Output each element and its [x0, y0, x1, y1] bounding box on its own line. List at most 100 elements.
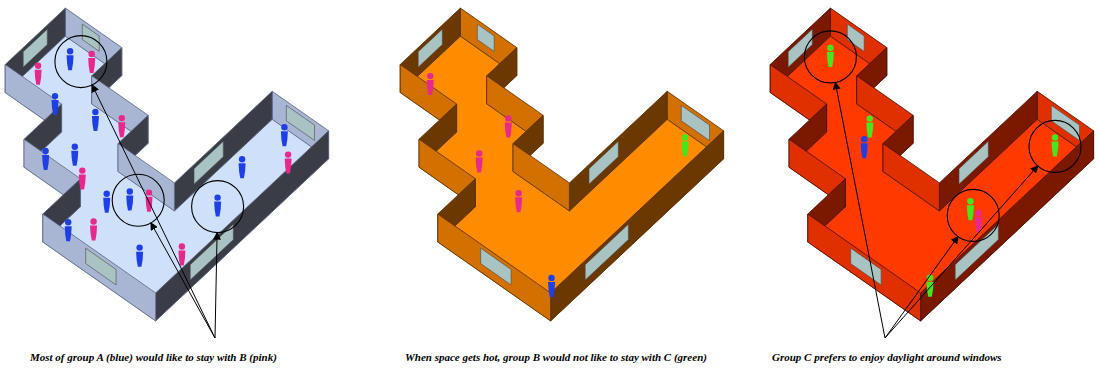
person-body	[476, 157, 483, 172]
person-head	[427, 73, 433, 79]
window	[23, 29, 47, 67]
person-head	[214, 194, 220, 200]
window	[847, 24, 864, 51]
person-body	[239, 163, 246, 178]
person-head	[967, 198, 973, 204]
window	[286, 105, 314, 140]
person-body	[136, 252, 143, 267]
person-head	[90, 218, 96, 224]
leader-arrow	[885, 166, 1038, 338]
person-head	[92, 109, 98, 115]
person-head	[79, 167, 85, 173]
person-head	[476, 150, 482, 156]
person-body	[682, 141, 689, 156]
leader-arrow	[92, 85, 215, 338]
person-head	[281, 124, 287, 130]
caption: When space gets hot, group B would not l…	[405, 350, 710, 364]
person-head	[1052, 134, 1058, 140]
person-body	[103, 198, 110, 213]
person-body	[861, 143, 868, 158]
window	[959, 141, 988, 184]
person-head	[867, 115, 873, 121]
window	[851, 248, 881, 285]
person-body	[65, 226, 72, 241]
window	[418, 29, 442, 67]
window	[477, 24, 494, 51]
floor	[400, 36, 723, 321]
floor	[770, 36, 1093, 321]
person-head	[104, 191, 110, 197]
wall	[921, 131, 1094, 321]
caption: Group C prefers to enjoy daylight around…	[772, 350, 1092, 364]
person-head	[72, 144, 78, 150]
person-head	[861, 136, 867, 142]
window	[589, 141, 618, 184]
person-body	[118, 122, 125, 137]
wall	[156, 131, 329, 321]
person-head	[179, 243, 185, 249]
person-body	[71, 151, 78, 166]
window	[481, 248, 511, 285]
person-head	[136, 244, 142, 250]
highlight-circle	[55, 36, 107, 88]
wall	[883, 144, 939, 211]
person-head	[67, 48, 73, 54]
window	[681, 105, 709, 140]
person-body	[505, 122, 512, 137]
person-head	[127, 188, 133, 194]
floor	[5, 36, 328, 321]
person-body	[427, 80, 434, 95]
person-head	[505, 115, 511, 121]
person-body	[515, 197, 522, 212]
leader-arrow	[151, 223, 215, 338]
person-body	[126, 195, 133, 210]
person-head	[65, 219, 71, 225]
person-head	[42, 148, 48, 154]
person-body	[52, 100, 59, 115]
person-head	[975, 210, 981, 216]
person-body	[827, 52, 834, 67]
person-head	[119, 115, 125, 121]
wall	[174, 91, 272, 211]
person-body	[42, 155, 49, 170]
window	[788, 29, 812, 67]
person-head	[52, 93, 58, 99]
person-body	[79, 175, 86, 190]
leader-arrow	[835, 82, 885, 338]
person-body	[285, 159, 292, 174]
leader-arrow	[215, 233, 217, 338]
wall	[43, 214, 156, 321]
person-body	[866, 123, 873, 138]
person-head	[89, 51, 95, 57]
leader-arrow	[885, 237, 958, 339]
wall	[551, 131, 724, 321]
person-head	[548, 275, 554, 281]
wall	[569, 91, 667, 211]
person-body	[88, 58, 95, 73]
wall	[438, 214, 551, 321]
person-body	[146, 197, 153, 212]
window	[194, 141, 223, 184]
person-head	[239, 156, 245, 162]
person-body	[90, 226, 97, 241]
person-head	[146, 189, 152, 195]
highlight-circle	[192, 181, 244, 233]
person-body	[281, 131, 288, 146]
person-head	[827, 45, 833, 51]
highlight-circle	[804, 31, 856, 83]
highlight-circle	[1029, 120, 1081, 172]
person-head	[515, 190, 521, 196]
highlight-circle	[112, 174, 164, 226]
person-head	[285, 151, 291, 157]
person-body	[1052, 141, 1059, 156]
window	[190, 224, 233, 280]
person-head	[35, 62, 41, 68]
person-head	[682, 134, 688, 140]
caption: Most of group A (blue) would like to sta…	[30, 350, 360, 364]
person-body	[967, 205, 974, 220]
person-body	[214, 202, 221, 217]
person-body	[35, 70, 42, 85]
window	[86, 248, 116, 285]
window	[585, 224, 628, 280]
